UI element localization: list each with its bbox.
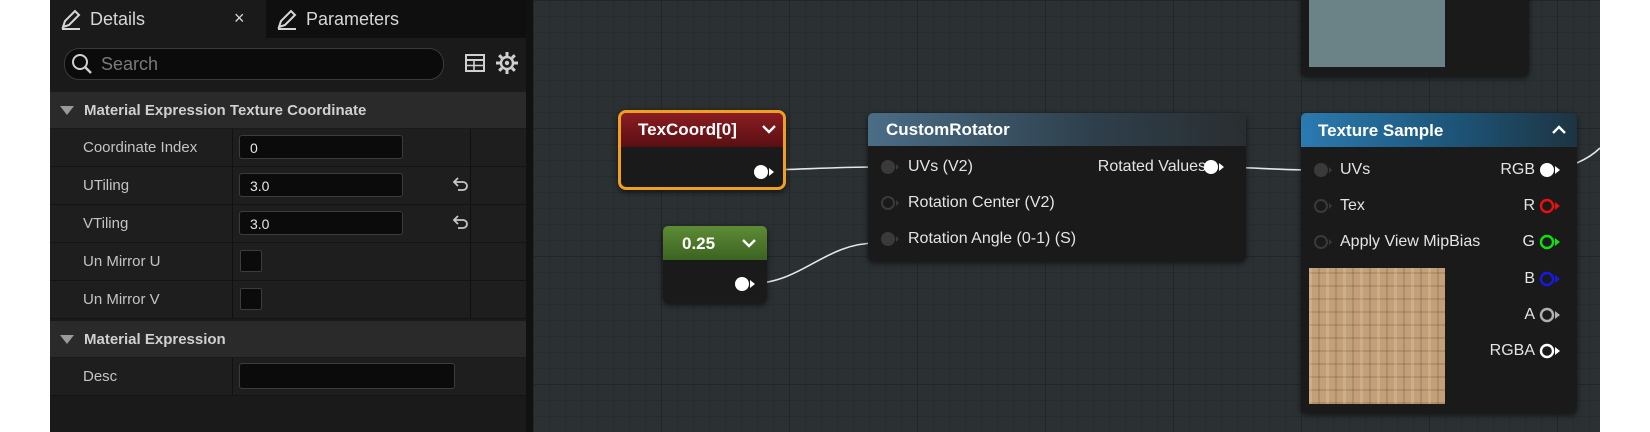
- pin-label: UVs (V2): [908, 158, 973, 175]
- node-header[interactable]: CustomRotator: [868, 113, 1246, 146]
- reset-to-default-icon[interactable]: [450, 175, 470, 195]
- search-box: [64, 48, 444, 80]
- node-texcoord[interactable]: TexCoord[0]: [618, 110, 786, 190]
- input-pin-icon[interactable]: [880, 195, 900, 211]
- pin-label: B: [1524, 270, 1535, 287]
- chevron-up-icon[interactable]: [1551, 123, 1567, 137]
- pin-label: Tex: [1340, 197, 1365, 214]
- pin-label: Apply View MipBias: [1340, 233, 1481, 250]
- gear-icon[interactable]: [495, 51, 519, 75]
- input-pin-icon[interactable]: [1313, 198, 1333, 214]
- un-mirror-v-checkbox[interactable]: [240, 288, 262, 310]
- panel-splitter[interactable]: [526, 0, 533, 432]
- section-texture-coordinate[interactable]: Material Expression Texture Coordinate: [50, 92, 526, 128]
- node-header[interactable]: TexCoord[0]: [621, 113, 783, 147]
- property-label: Un Mirror U: [83, 253, 161, 270]
- output-pin-icon[interactable]: [734, 276, 756, 292]
- property-label: Coordinate Index: [83, 139, 198, 156]
- output-pin-a-icon[interactable]: [1539, 307, 1561, 323]
- pencil-icon: [276, 8, 306, 30]
- pin-label: Rotation Angle (0-1) (S): [908, 230, 1077, 247]
- property-row-utiling: UTiling 3.0: [50, 167, 526, 205]
- node-texture-sample[interactable]: Texture Sample UVs Tex Apply View MipBia…: [1301, 113, 1577, 413]
- property-label: UTiling: [83, 177, 130, 194]
- node-custom-rotator[interactable]: CustomRotator UVs (V2) Rotation Center (…: [868, 113, 1246, 261]
- node-title: CustomRotator: [886, 120, 1010, 139]
- pin-label: R: [1523, 197, 1535, 214]
- input-pin-icon[interactable]: [1313, 234, 1333, 250]
- collapse-arrow-icon: [60, 334, 74, 344]
- utiling-field[interactable]: 3.0: [239, 173, 403, 197]
- property-row-vtiling: VTiling 3.0: [50, 205, 526, 243]
- material-graph-canvas[interactable]: TexCoord[0] 0.25 Cus: [533, 0, 1600, 432]
- output-pin-icon[interactable]: [1203, 159, 1225, 175]
- wire-constant-to-angle: [747, 242, 878, 285]
- close-tab-icon[interactable]: ×: [234, 8, 245, 28]
- output-pin-g-icon[interactable]: [1539, 234, 1561, 250]
- property-label: Desc: [83, 368, 118, 385]
- output-pin-rgba-icon[interactable]: [1539, 343, 1561, 359]
- property-label: Un Mirror V: [83, 291, 160, 308]
- pin-label: RGB: [1500, 161, 1535, 178]
- node-header[interactable]: Texture Sample: [1301, 113, 1577, 147]
- desc-field[interactable]: [239, 363, 455, 389]
- node-title: Texture Sample: [1318, 121, 1444, 140]
- input-pin-icon[interactable]: [1313, 162, 1333, 178]
- texture-preview-image: [1309, 268, 1445, 404]
- details-panel: Details × Parameters: [50, 0, 526, 432]
- output-pin-r-icon[interactable]: [1539, 198, 1561, 214]
- un-mirror-u-checkbox[interactable]: [240, 250, 262, 272]
- section-material-expression[interactable]: Material Expression: [50, 321, 526, 357]
- output-pin-rgb-icon[interactable]: [1539, 162, 1561, 178]
- search-icon: [71, 53, 93, 75]
- pin-label: A: [1524, 306, 1535, 323]
- property-row-desc: Desc: [50, 358, 526, 396]
- output-pin-b-icon[interactable]: [1539, 271, 1561, 287]
- section-title: Material Expression: [84, 330, 226, 348]
- tab-details-label: Details: [90, 8, 146, 29]
- section-title: Material Expression Texture Coordinate: [84, 101, 367, 119]
- node-title: TexCoord[0]: [638, 120, 737, 139]
- node-upper-texture[interactable]: [1301, 0, 1529, 76]
- search-row: [50, 38, 526, 92]
- pin-label: Rotated Values: [1097, 158, 1206, 175]
- tab-parameters-label: Parameters: [306, 8, 400, 29]
- property-label: VTiling: [83, 215, 129, 232]
- texture-preview-image: [1309, 0, 1445, 67]
- chevron-down-icon[interactable]: [761, 122, 777, 136]
- pencil-icon: [60, 8, 90, 30]
- vtiling-field[interactable]: 3.0: [239, 211, 403, 235]
- node-constant[interactable]: 0.25: [663, 226, 767, 303]
- pin-label: RGBA: [1489, 342, 1535, 359]
- coordinate-index-field[interactable]: 0: [239, 135, 403, 159]
- pin-label: Rotation Center (V2): [908, 194, 1055, 211]
- property-row-un-mirror-u: Un Mirror U: [50, 243, 526, 281]
- property-row-un-mirror-v: Un Mirror V: [50, 281, 526, 319]
- pin-label: G: [1522, 233, 1535, 250]
- output-pin-icon[interactable]: [753, 164, 775, 180]
- panel-tab-bar: Details × Parameters: [50, 0, 526, 38]
- search-input[interactable]: [99, 52, 423, 76]
- tab-parameters[interactable]: Parameters: [276, 0, 399, 38]
- input-pin-icon[interactable]: [880, 159, 900, 175]
- pin-label: UVs: [1340, 161, 1371, 178]
- input-pin-icon[interactable]: [880, 231, 900, 247]
- tab-details[interactable]: Details: [50, 0, 266, 38]
- property-row-coordinate-index: Coordinate Index 0: [50, 129, 526, 167]
- chevron-down-icon[interactable]: [741, 236, 757, 250]
- table-view-icon[interactable]: [464, 52, 486, 74]
- reset-to-default-icon[interactable]: [450, 213, 470, 233]
- node-header[interactable]: 0.25: [663, 226, 767, 260]
- material-editor: Details × Parameters: [50, 0, 1600, 432]
- node-title: 0.25: [682, 234, 716, 253]
- collapse-arrow-icon: [60, 105, 74, 115]
